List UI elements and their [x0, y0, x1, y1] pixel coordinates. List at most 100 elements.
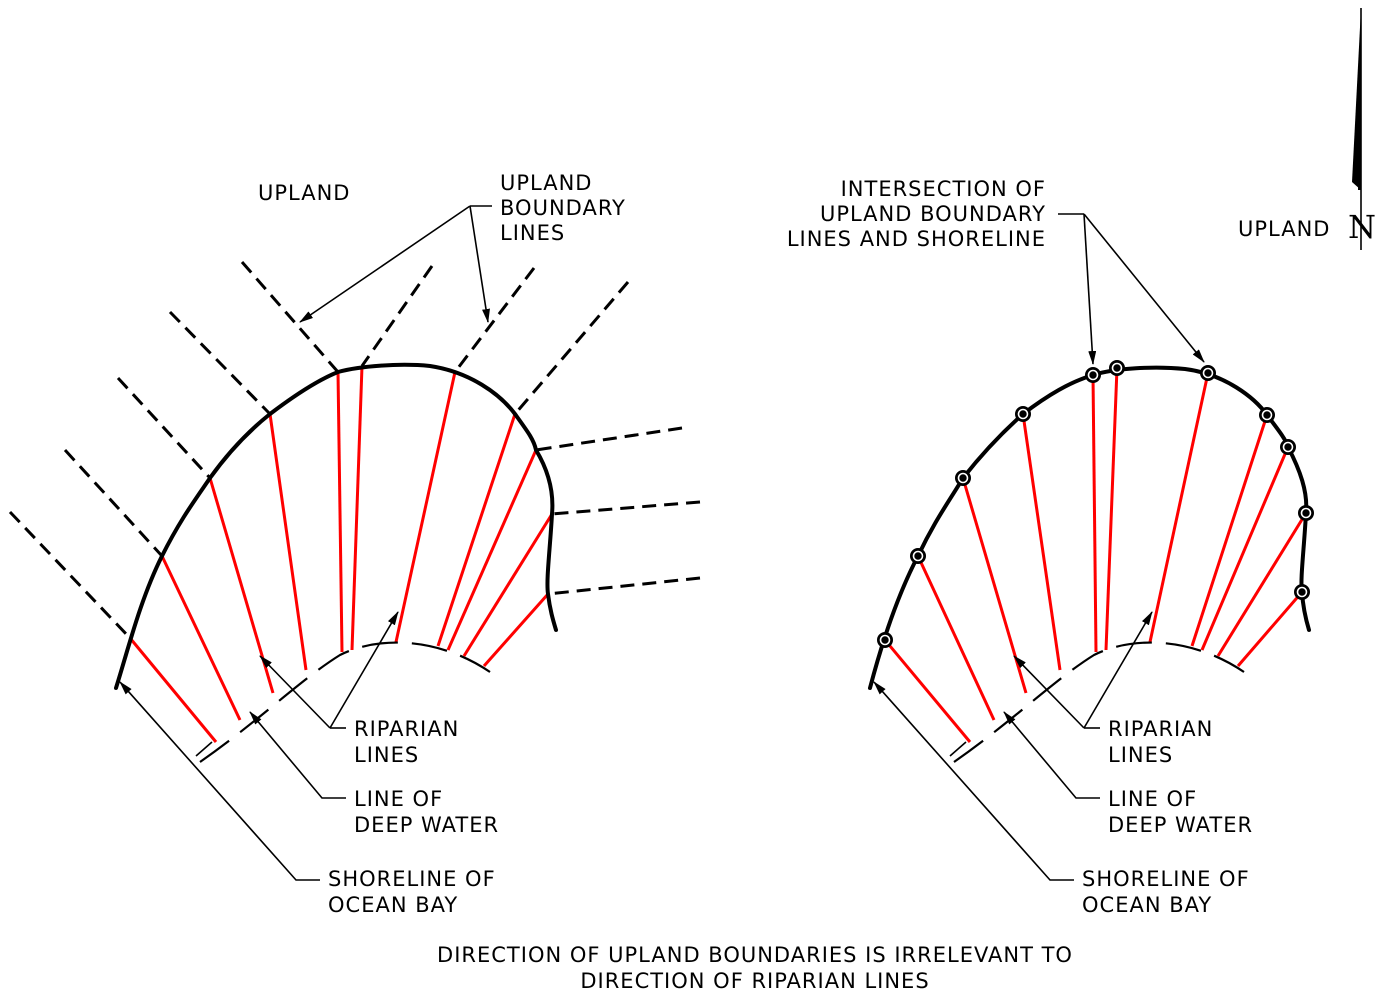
- riparian-label-line1: RIPARIAN: [354, 717, 459, 741]
- riparian-label-line2: LINES: [1108, 743, 1173, 767]
- riparian-line: [1021, 413, 1062, 671]
- riparian-line: [1091, 374, 1098, 653]
- leader-arrow: [329, 611, 399, 729]
- leader-arrow: [249, 711, 346, 799]
- left-panel: UPLAND UPLAND BOUNDARY LINES RIPARIAN LI…: [8, 171, 701, 917]
- boundary-line: [551, 500, 701, 516]
- leader-tick: [195, 741, 213, 757]
- shoreline-label-line2: OCEAN BAY: [1082, 893, 1212, 917]
- intersection-leader: [1058, 213, 1205, 365]
- riparian-line: [1200, 446, 1290, 651]
- leader-arrow: [1083, 213, 1205, 363]
- riparian-line: [1104, 367, 1119, 651]
- boundary-line: [547, 576, 701, 596]
- caption-line1: DIRECTION OF UPLAND BOUNDARIES IS IRRELE…: [437, 943, 1073, 967]
- intersection-label-line2: UPLAND BOUNDARY: [820, 202, 1046, 226]
- intersection-dot: [910, 548, 926, 564]
- intersection-label-line1: INTERSECTION OF: [841, 177, 1046, 201]
- intersection-dot: [1298, 505, 1314, 521]
- intersection-points: [877, 360, 1314, 648]
- leader-arrow: [299, 205, 471, 323]
- intersection-dot: [1259, 407, 1275, 423]
- leader-arrow: [1083, 213, 1097, 365]
- riparian-line: [446, 449, 538, 651]
- deep-water-label-line1: LINE OF: [1108, 787, 1197, 811]
- north-arrow-edge: [1358, 8, 1361, 190]
- shoreline-label-line2: OCEAN BAY: [328, 893, 458, 917]
- caption: DIRECTION OF UPLAND BOUNDARIES IS IRRELE…: [437, 943, 1073, 993]
- riparian-line: [394, 371, 457, 643]
- boundary-leader: [299, 205, 492, 323]
- riparian-line: [1236, 591, 1304, 667]
- riparian-line: [482, 593, 550, 667]
- shoreline-label-line1: SHORELINE OF: [328, 867, 496, 891]
- leader-arrow: [1013, 655, 1085, 729]
- right-panel: INTERSECTION OF UPLAND BOUNDARY LINES AN…: [787, 177, 1330, 917]
- intersection-dot: [1085, 367, 1101, 383]
- leader-tick: [949, 741, 967, 757]
- riparian-line: [916, 555, 996, 721]
- shoreline-leader: [873, 681, 1074, 881]
- intersection-dot: [955, 470, 971, 486]
- boundary-line: [535, 426, 683, 452]
- intersection-dot: [1200, 365, 1216, 381]
- intersection-dot: [1109, 360, 1125, 376]
- riparian-line: [883, 639, 972, 743]
- riparian-lines: [883, 367, 1308, 743]
- intersection-label-line3: LINES AND SHORELINE: [787, 227, 1046, 251]
- deep-water-leader: [249, 711, 346, 799]
- boundary-line: [63, 448, 164, 558]
- riparian-lines: [128, 365, 554, 743]
- riparian-line: [128, 637, 218, 743]
- boundary-line: [116, 376, 212, 480]
- line-of-deep-water: [953, 641, 1245, 763]
- boundary-line: [360, 265, 434, 367]
- boundary-line: [168, 310, 272, 416]
- intersection-dot: [1280, 439, 1296, 455]
- shoreline-label-line1: SHORELINE OF: [1082, 867, 1250, 891]
- shoreline: [114, 362, 558, 690]
- riparian-label-line2: LINES: [354, 743, 419, 767]
- intersection-dot: [1294, 584, 1310, 600]
- intersection-dot: [1015, 406, 1031, 422]
- intersection-dot: [877, 632, 893, 648]
- riparian-line: [268, 413, 308, 671]
- deep-water-label-line2: DEEP WATER: [1108, 813, 1253, 837]
- caption-line2: DIRECTION OF RIPARIAN LINES: [580, 969, 929, 993]
- riparian-leader: [259, 611, 399, 729]
- north-label: N: [1348, 208, 1376, 246]
- riparian-line: [436, 413, 517, 647]
- riparian-label-line1: RIPARIAN: [1108, 717, 1213, 741]
- boundary-line: [513, 281, 630, 415]
- leader-arrow: [873, 681, 1074, 881]
- riparian-line: [462, 513, 554, 657]
- boundary-line: [453, 267, 536, 373]
- riparian-line: [336, 371, 344, 653]
- upland-label: UPLAND: [258, 181, 350, 205]
- north-arrow: N: [1348, 8, 1376, 250]
- boundary-line: [240, 261, 340, 373]
- shoreline-leader: [119, 681, 320, 881]
- riparian-line: [961, 477, 1028, 694]
- leader-arrow: [259, 655, 331, 729]
- leader-arrow: [469, 205, 490, 323]
- riparian-line: [1216, 512, 1308, 657]
- riparian-line: [160, 555, 242, 721]
- boundary-label-line3: LINES: [500, 221, 565, 245]
- upland-label: UPLAND: [1238, 217, 1330, 241]
- leader-arrow: [119, 681, 320, 881]
- riparian-line: [1190, 414, 1269, 647]
- riparian-line: [1148, 372, 1210, 643]
- riparian-leader: [1013, 611, 1153, 729]
- boundary-label-line1: UPLAND: [500, 171, 592, 195]
- line-of-deep-water: [199, 641, 491, 763]
- deep-water-leader: [1003, 711, 1100, 799]
- deep-water-label-line1: LINE OF: [354, 787, 443, 811]
- upland-boundary-lines: [8, 261, 701, 640]
- shoreline: [868, 365, 1311, 690]
- boundary-line: [8, 510, 132, 640]
- leader-arrow: [1083, 611, 1153, 729]
- riparian-line: [350, 365, 364, 651]
